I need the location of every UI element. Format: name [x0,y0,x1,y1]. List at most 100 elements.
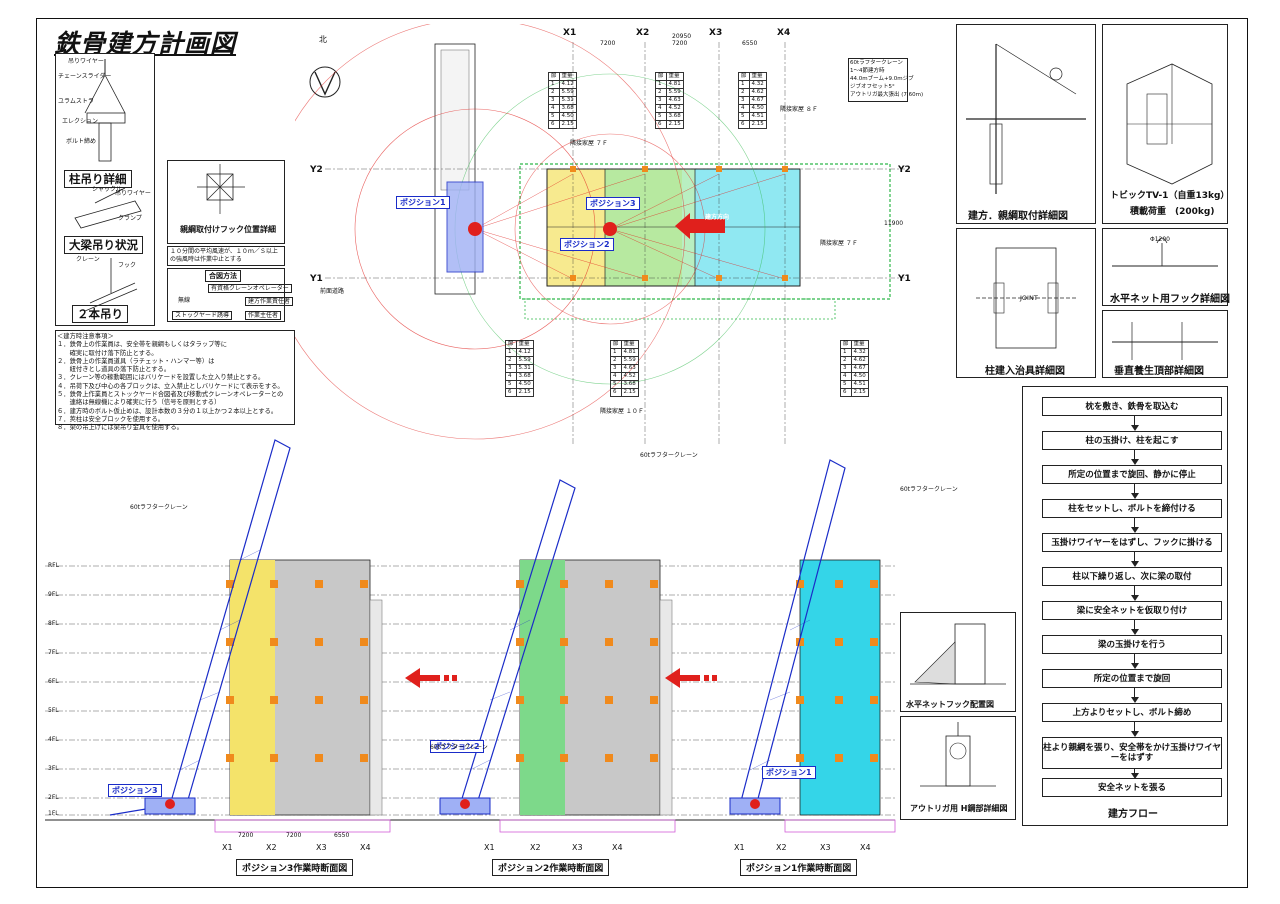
th: 重量 [748,72,767,81]
cell: 3 [610,364,622,373]
cell: 5.59 [558,88,577,97]
cell: 2 [505,356,517,365]
cell: 6 [610,388,622,397]
cell: 4.63 [665,96,684,105]
dim-11900: 11900 [884,220,904,227]
cell: 5.59 [620,356,639,365]
shackle-label: シャックル [92,186,122,193]
cell: 4.63 [620,364,639,373]
erection-label: エレクション [62,118,99,125]
cell: 4.50 [558,112,577,121]
cell: 1 [655,80,667,89]
plan-position-3-label: ポジション3 [586,197,640,210]
cell: 1 [505,348,517,357]
cell: 4.67 [748,96,767,105]
grid-x3: X3 [709,28,723,38]
flow-arrow [1131,527,1139,533]
two-lift-caption: ２本吊り [72,305,128,323]
net-hook-panel [1102,228,1228,306]
direction-label: 建方方向 [705,214,730,221]
net-hook-sketch [1112,237,1218,267]
dim-6550: 6550 [742,40,758,47]
grid-x2: X2 [636,28,650,38]
section-grid-x1: X1 [222,843,233,852]
cell: 4.50 [748,104,767,113]
floor-label: 6FL [48,678,59,685]
flow-step: 柱をセットし、ボルトを締付ける [1042,499,1222,518]
cell: 4.32 [748,80,767,89]
section-grid-x2: X2 [266,843,277,852]
floor-label: 1FL [48,810,59,817]
signal-item: 無線 [178,297,191,304]
cell: 2 [548,88,560,97]
th: 重量 [558,72,577,81]
signal-item: ストックヤード誘導 [172,311,233,320]
hook-label: フック [118,262,137,269]
crane-spec-line: アウトリガ最大張出 (7.60m) [850,92,924,98]
cell: 3 [840,364,852,373]
lifeline-detail-panel [956,24,1096,224]
notes-title: ＜建方時注意事項＞ [57,333,114,340]
cell: 2.15 [748,120,767,129]
floor-label: 2FL [48,794,59,801]
crane-spec-line: ジブオフセット5° [850,84,895,90]
joint-label: JOINT [1020,294,1038,302]
crane-spec-name: 60tラフタークレーン [850,60,903,66]
note-line: 確実に取付け落下防止とする。 [57,349,158,357]
cell: 5.31 [515,364,534,373]
grid-x1: X1 [563,28,577,38]
th: 重量 [515,340,534,349]
flow-arrow [1131,663,1139,669]
net-hook-layout-caption: 水平ネットフック配置図 [906,700,994,709]
floor-label: 8FL [48,620,59,627]
flow-step: 所定の位置まで旋回、静かに停止 [1042,465,1222,484]
neighbor-7f-right: 隣接家屋 ７Ｆ [820,240,858,247]
flow-connector [1134,450,1135,462]
cell: 6 [840,388,852,397]
cell: 3 [738,96,750,105]
th: 節 [610,340,622,349]
cell: 4.62 [748,88,767,97]
yuram-label: ユラムストラ [58,98,94,105]
cell: 5.31 [558,96,577,105]
grid-y1-right: Y1 [898,274,911,284]
section-grid-x2: X2 [530,843,541,852]
flow-arrow [1131,629,1139,635]
cell: 5 [505,380,517,389]
th: 重量 [850,340,869,349]
section-grid-x4: X4 [860,843,871,852]
cell: 4 [655,104,667,113]
plan-position-1-label: ポジション1 [396,196,450,209]
cell: 4.81 [665,80,684,89]
flow-step: 梁に安全ネットを仮取り付け [1042,601,1222,620]
cell: 2 [840,356,852,365]
notes-list: ＜建方時注意事項＞ １．鉄骨上の作業員は、安全帯を親綱もしくはタラップ等に 確実… [57,333,295,433]
outrigger-sketch [920,722,996,787]
flow-arrow [1131,773,1139,779]
section-grid-x3: X3 [820,843,831,852]
flow-step: 上方よりセットし、ボルト締め [1042,703,1222,722]
cell: 4 [505,372,517,381]
section-crane-spec: 60tラフタークレーン [640,452,698,459]
section-grid-x1: X1 [484,843,495,852]
plan-view [295,24,905,444]
cell: 4 [840,372,852,381]
cell: 5 [548,112,560,121]
floor-label: RFL [48,562,59,569]
note-line: 紐付きとし道具の落下防止とする。 [57,366,171,374]
hook-position-caption: 親綱取付けフック位置詳細 [180,225,276,234]
signal-item: 作業主任者 [245,311,282,320]
flow-step: 所定の位置まで旋回 [1042,669,1222,688]
flow-arrow [1131,697,1139,703]
cell: 4.50 [850,372,869,381]
th: 重量 [665,72,684,81]
section-grid-x4: X4 [360,843,371,852]
cell: 2.15 [620,388,639,397]
floor-label: 4FL [48,736,59,743]
signal-title: 合図方法 [205,270,241,282]
floor-label: 3FL [48,765,59,772]
